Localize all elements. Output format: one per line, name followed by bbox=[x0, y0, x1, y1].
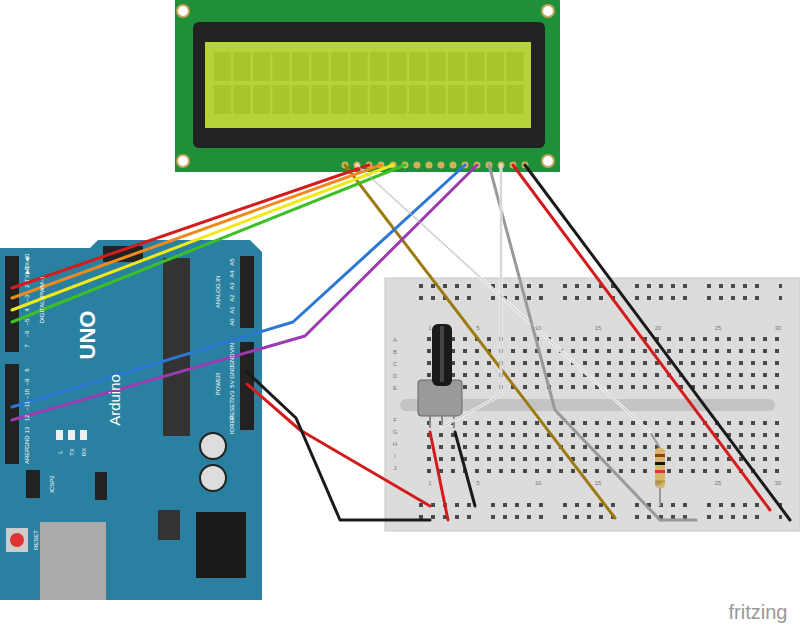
pin-label: 20 bbox=[655, 480, 662, 486]
pin-label: 2 bbox=[24, 284, 30, 287]
pin-label: A0 bbox=[229, 318, 235, 325]
pin-label: ~6 bbox=[24, 331, 30, 338]
pin-label: 8 bbox=[24, 368, 30, 371]
pin-label: A1 bbox=[229, 306, 235, 313]
pin-label: 12 bbox=[24, 415, 30, 422]
pin-label: TX▶1 bbox=[24, 266, 30, 282]
pin-label: ANALOG IN bbox=[215, 276, 221, 309]
pin-label: 25 bbox=[715, 480, 722, 486]
pin-label: H bbox=[393, 441, 397, 447]
pin-label: F bbox=[393, 417, 397, 423]
pin-label: D bbox=[393, 373, 397, 379]
pin-label: 5 bbox=[476, 480, 479, 486]
pin-label: A4 bbox=[229, 270, 235, 277]
pin-label: I bbox=[394, 453, 396, 459]
pin-label: 7 bbox=[24, 344, 30, 347]
pin-label: IOREF bbox=[229, 416, 235, 434]
pin-label: DIGITAL (PWM~) bbox=[39, 277, 45, 324]
pin-label: AREF bbox=[24, 448, 30, 464]
pin-label: VIN bbox=[229, 343, 235, 353]
pin-label: 30 bbox=[775, 325, 782, 331]
pin-label: 15 bbox=[595, 325, 602, 331]
pin-label: GND bbox=[229, 353, 235, 366]
pin-label: 25 bbox=[715, 325, 722, 331]
pin-label: ICSP2 bbox=[49, 475, 55, 492]
pin-label: ~9 bbox=[24, 379, 30, 386]
pin-label: A bbox=[393, 337, 397, 343]
pin-label: C bbox=[393, 361, 397, 367]
pin-label: Arduino bbox=[107, 374, 122, 426]
pin-label: 5 bbox=[476, 325, 479, 331]
pin-label: RESET bbox=[33, 530, 39, 550]
pin-label: ~11 bbox=[24, 401, 30, 411]
pin-label: 10 bbox=[535, 325, 542, 331]
pin-label: 1 bbox=[428, 325, 431, 331]
pin-label: ~5 bbox=[24, 319, 30, 326]
pin-label: 13 bbox=[24, 427, 30, 434]
pin-label: A3 bbox=[229, 282, 235, 289]
pin-label: 1 bbox=[428, 480, 431, 486]
pin-label: 4 bbox=[24, 308, 30, 311]
pin-label: ~3 bbox=[24, 295, 30, 302]
pin-label: L bbox=[57, 450, 63, 453]
pin-label: RX bbox=[81, 448, 87, 456]
pin-label: POWER bbox=[215, 373, 221, 396]
watermark: fritzing bbox=[729, 602, 788, 622]
pin-label: E bbox=[393, 385, 397, 391]
pin-label: 10 bbox=[535, 480, 542, 486]
pin-label: G bbox=[393, 429, 398, 435]
pin-label: A5 bbox=[229, 258, 235, 265]
pin-label: A2 bbox=[229, 294, 235, 301]
pin-label: GND bbox=[229, 365, 235, 378]
pin-label: ~10 bbox=[24, 389, 30, 399]
pin-label: 30 bbox=[775, 480, 782, 486]
pin-label: 20 bbox=[655, 325, 662, 331]
pin-label: 5V bbox=[229, 380, 235, 387]
pin-label: 15 bbox=[595, 480, 602, 486]
pin-label: UNO bbox=[77, 311, 99, 360]
pin-label: B bbox=[393, 349, 397, 355]
pin-label: J bbox=[394, 465, 397, 471]
pin-label: TX bbox=[69, 448, 75, 456]
pin-label: 3V3 bbox=[229, 391, 235, 402]
pin-label: GND bbox=[24, 435, 30, 448]
